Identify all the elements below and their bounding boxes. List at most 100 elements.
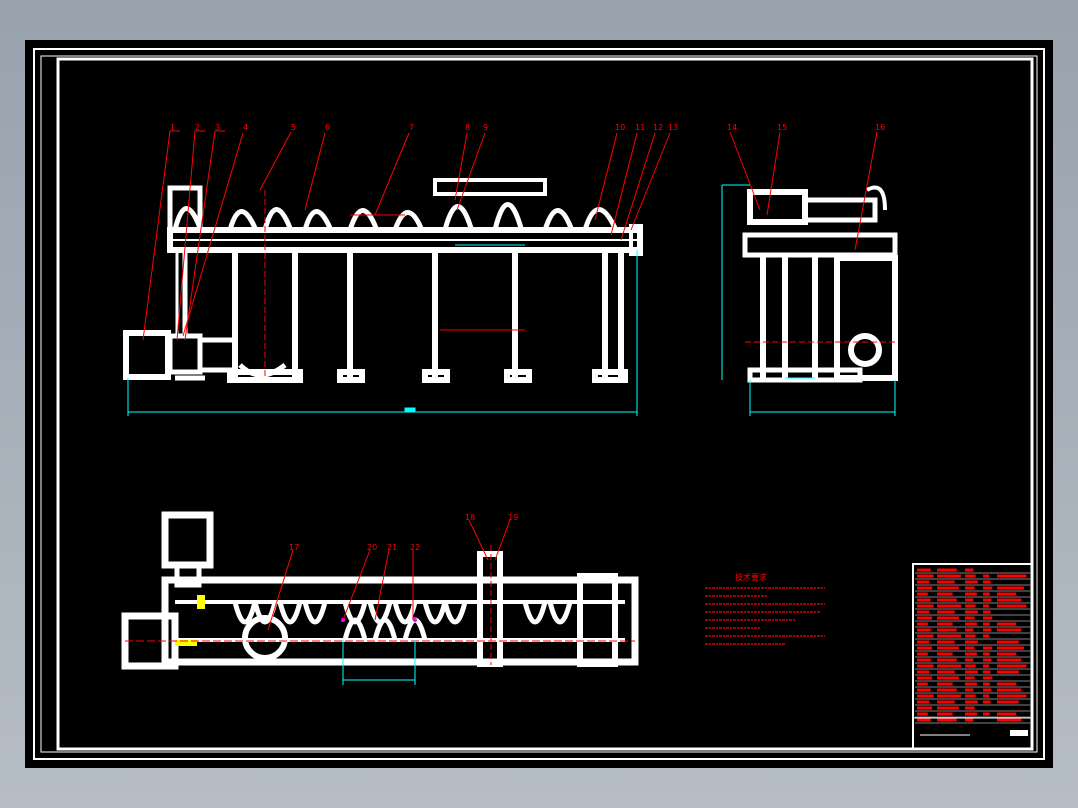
title-block-cell-text [965,587,975,590]
title-block-cell-text [997,629,1021,632]
title-block-cell-text [937,587,959,590]
title-block-cell-text [917,581,929,584]
title-block-cell-text [937,629,957,632]
title-block-cell-text [983,713,990,716]
title-block-cell-text [983,575,989,578]
title-block-cell-text [937,599,957,602]
title-block-cell-text [997,599,1021,602]
title-block-cell-text [983,581,991,584]
title-block-rows [915,569,1030,724]
title-block-cell-text [965,605,976,608]
title-block-cell-text [917,617,932,620]
title-block-cell-text [997,641,1019,644]
title-block-cell-text [917,695,934,698]
title-block-cell-text [997,659,1021,662]
title-block-cell-text [917,677,932,680]
title-block-cell-text [917,629,931,632]
title-block-cell-text [917,659,931,662]
title-block-cell-text [997,665,1026,668]
title-block-cell-text [965,647,975,650]
title-block-cell-text [965,635,976,638]
title-block-cell-text [965,677,975,680]
title-block-cell-text [997,605,1026,608]
title-block-cell-text [937,605,961,608]
title-block-cell-text [965,611,978,614]
title-block-cell-text [997,653,1016,656]
title-block-cell-text [983,635,989,638]
title-block-cell-text [983,611,991,614]
drawing-sheet[interactable]: 12345678910111213 [25,40,1053,768]
title-block-cell-text [917,641,929,644]
front-view-hitbox[interactable] [120,120,680,420]
title-block-cell-text [917,719,931,722]
title-block-cell-text [965,689,973,692]
drawing-canvas[interactable]: 12345678910111213 [25,40,1053,768]
title-block-cell-text [983,629,991,632]
title-block-cell-text [937,695,961,698]
title-block-cell-text [937,683,953,686]
title-block-cell-text [917,611,929,614]
title-block-cell-text [937,689,957,692]
title-block-cell-text [983,683,990,686]
title-block-cell-text [965,719,973,722]
title-block-cell-text [917,593,928,596]
title-block-cell-text [917,623,928,626]
title-block-cell-text [965,665,976,668]
title-block-cell-text [917,575,934,578]
title-block-cell-text [965,599,973,602]
title-block-cell-text [983,689,991,692]
title-block-cell-text [997,713,1016,716]
title-block-cell-text [997,695,1026,698]
title-block-cell-text [965,659,973,662]
title-block-cell-text [997,719,1021,722]
title-block-cell-text [937,665,961,668]
title-block-cell-text [983,647,992,650]
title-block-cell-text [937,659,957,662]
title-block-cell-text [917,665,934,668]
title-block-cell-text [965,671,978,674]
title-block-cell-text [937,647,959,650]
title-block-cell-text [937,581,955,584]
title-block-cell-text [983,671,991,674]
title-block-cell-text [937,701,955,704]
title-block-cell-text [983,605,989,608]
title-block-cell-text [997,701,1019,704]
title-block-cell-text [917,599,931,602]
title-block-cell-text [965,593,977,596]
title-block-cell-text [983,677,992,680]
title-block-cell-text [983,665,989,668]
top-view-hitbox[interactable] [120,510,670,680]
technical-notes-title: 技术要求 [735,572,767,582]
title-block-cell-text [937,641,955,644]
title-block-cell-text [997,683,1016,686]
title-block-cell-text [997,647,1024,650]
title-block-cell-text [997,593,1016,596]
title-block-cell-text [983,623,990,626]
title-block-cell-text [965,701,978,704]
title-block-cell-text [965,683,977,686]
title-block-cell-text [917,683,928,686]
title-block-cell-text [937,575,961,578]
title-block-cell-text [917,653,928,656]
title-block-cell-text [917,707,932,710]
title-block-cell-text [997,623,1016,626]
title-block-cell-text [965,569,973,572]
title-block-cell-text [983,617,992,620]
title-block-cell-text [917,605,934,608]
side-view-hitbox[interactable] [715,120,905,420]
title-block[interactable] [913,564,1032,749]
title-block-cell-text [917,635,934,638]
title-block-cell-text [937,653,953,656]
title-block-cell-text [983,659,991,662]
title-block-cell-text [937,593,953,596]
title-block-cell-text [983,599,991,602]
title-block-cell-text [965,653,977,656]
title-block-cell-text [965,623,977,626]
title-block-cell-text [965,713,977,716]
title-block-cell-text [965,641,978,644]
title-block-cell-text [965,629,973,632]
title-block-cell-text [997,671,1019,674]
title-block-cell-text [937,713,953,716]
title-block-cell-text [965,707,975,710]
